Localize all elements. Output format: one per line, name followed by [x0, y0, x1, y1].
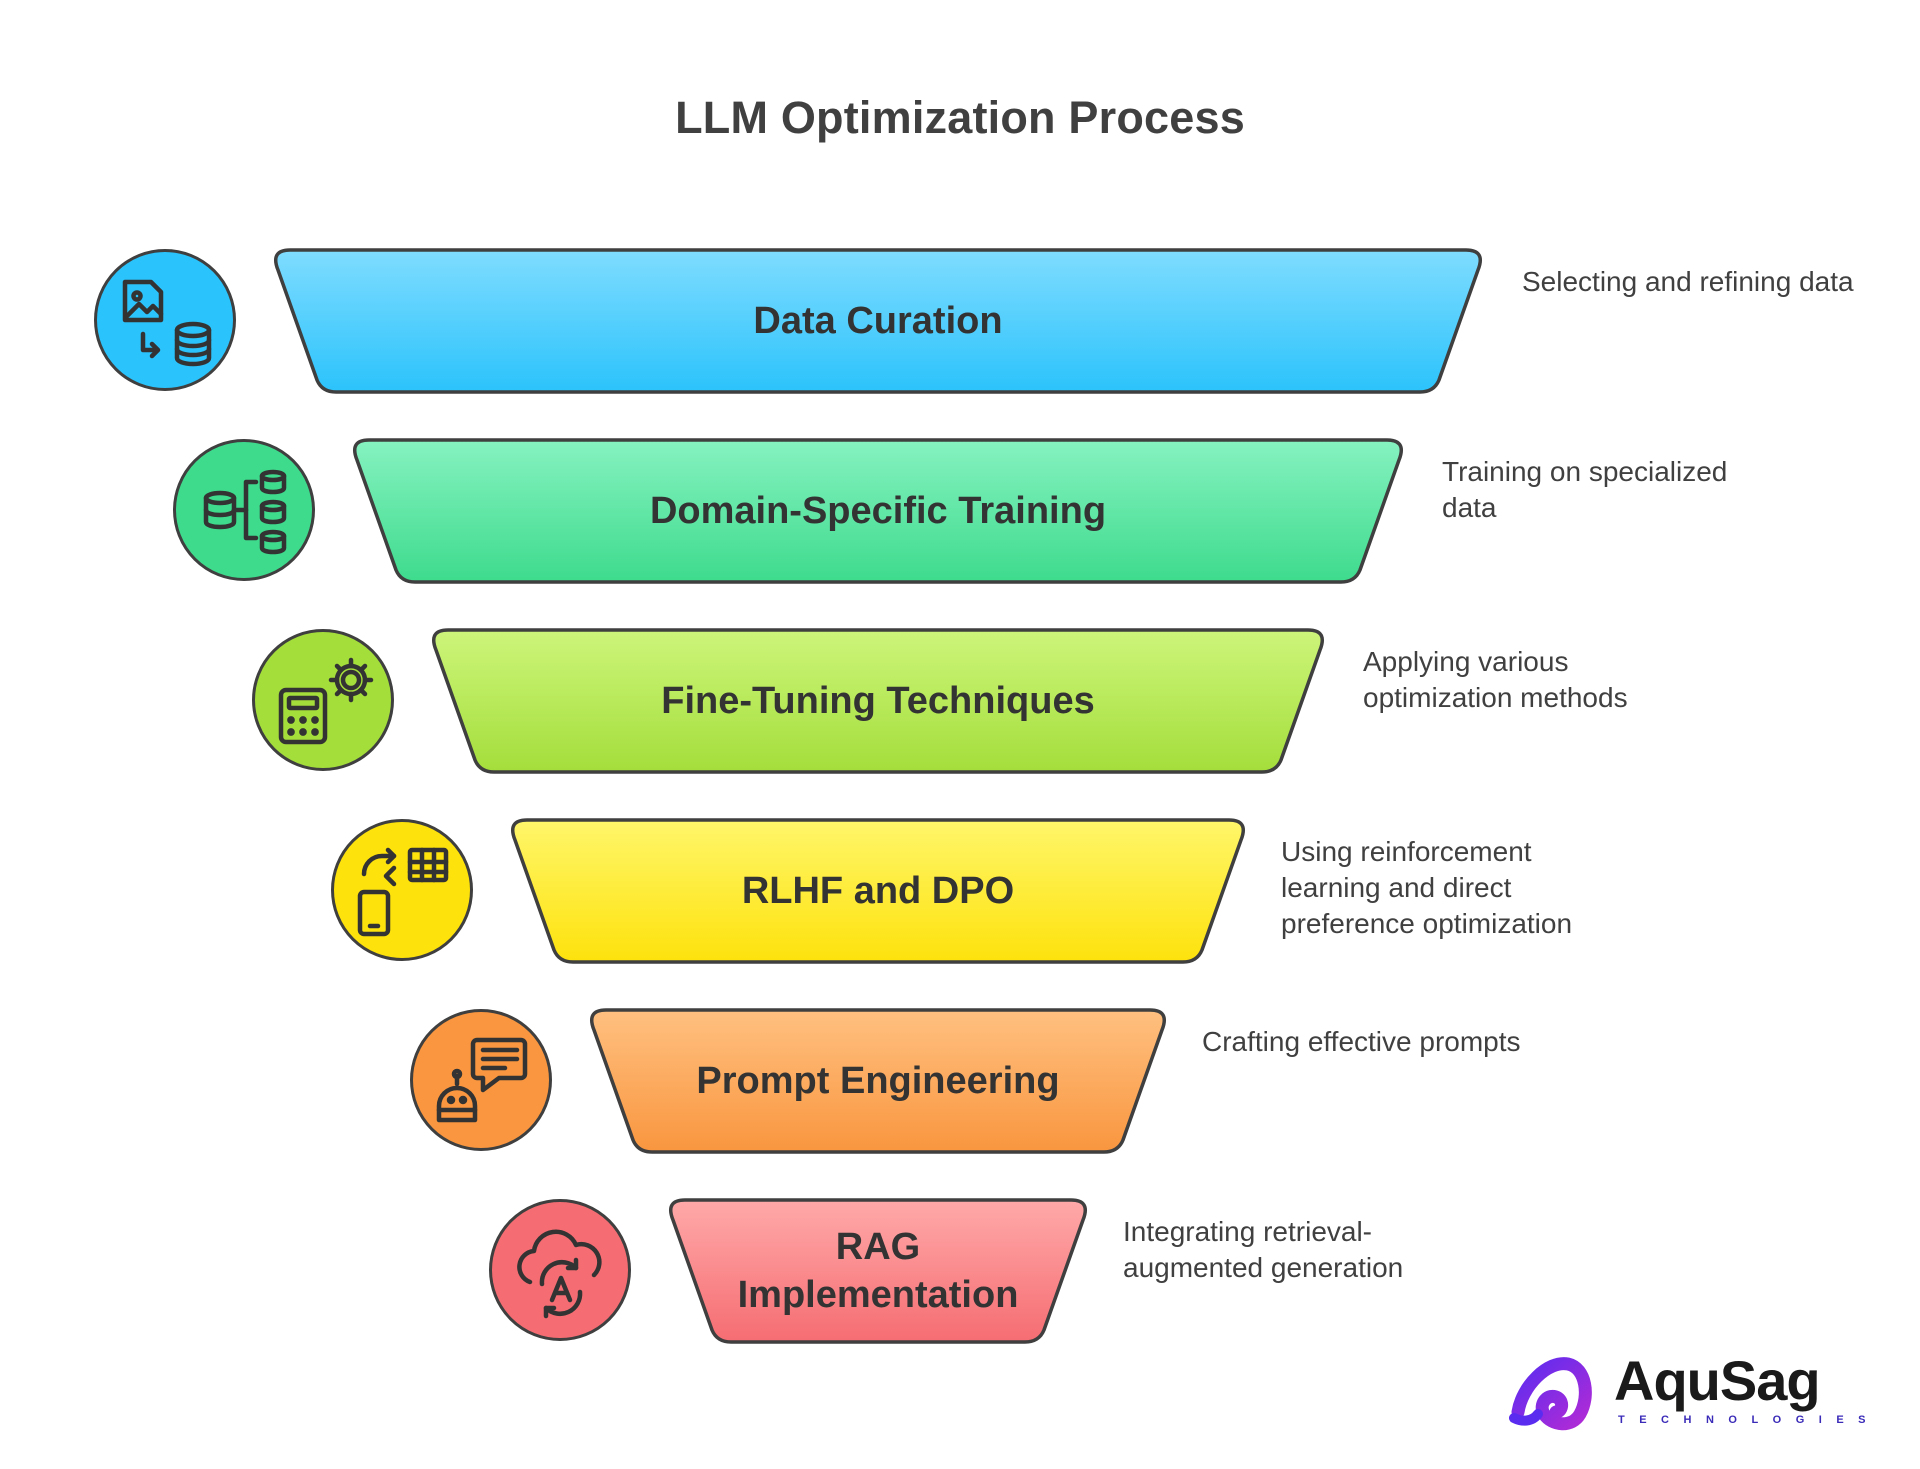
aqusag-logo-icon: [1509, 1357, 1592, 1431]
stage-band-domain-specific-training: Domain-Specific Training: [351, 438, 1405, 584]
logo-name: AquSag: [1614, 1349, 1821, 1412]
calculator-gear-icon: [278, 657, 374, 745]
database-hierarchy-icon: [203, 469, 287, 555]
stage-icon-circle: [489, 1199, 631, 1341]
stage-description: Using reinforcement learning and direct …: [1281, 836, 1573, 939]
cloud-ai-sync-icon: [517, 1229, 602, 1319]
stage-label: Domain-Specific Training: [649, 490, 1107, 532]
page-title: LLM Optimization Process: [675, 92, 1245, 143]
robot-chat-icon: [436, 1037, 528, 1123]
stage-band-rlhf-and-dpo: RLHF and DPO: [509, 818, 1247, 964]
stage-label: RLHF and DPO: [741, 870, 1015, 912]
image-to-database-icon: [122, 279, 212, 367]
company-logo: AquSag TECHNOLOGIES: [1508, 1349, 1866, 1432]
stage-description: Training on specialized data: [1442, 456, 1728, 523]
stage-band-prompt-engineering: Prompt Engineering: [588, 1008, 1168, 1154]
stage-band-data-curation: Data Curation: [272, 248, 1484, 394]
logo-tagline: TECHNOLOGIES: [1618, 1414, 1881, 1426]
stage-label: RAG Implementation: [737, 1226, 1019, 1316]
stage-description: Crafting effective prompts: [1202, 1026, 1521, 1057]
stage-description: Applying various optimization methods: [1363, 646, 1628, 713]
stage-label: Prompt Engineering: [696, 1060, 1060, 1102]
stage-icon-circle: [410, 1009, 552, 1151]
stage-band-rag-implementation: RAG Implementation: [667, 1198, 1089, 1344]
stage-icon-circle: [252, 629, 394, 771]
stage-description: Integrating retrieval-augmented generati…: [1123, 1216, 1404, 1283]
stage-label: Fine-Tuning Techniques: [661, 680, 1095, 722]
stage-icon-circle: [331, 819, 473, 961]
stage-band-fine-tuning-techniques: Fine-Tuning Techniques: [430, 628, 1326, 774]
phone-table-exchange-icon: [357, 847, 449, 937]
stage-icon-circle: [94, 249, 236, 391]
stage-description: Selecting and refining data: [1522, 266, 1854, 297]
stage-label: Data Curation: [753, 300, 1003, 342]
stage-icon-circle: [173, 439, 315, 581]
